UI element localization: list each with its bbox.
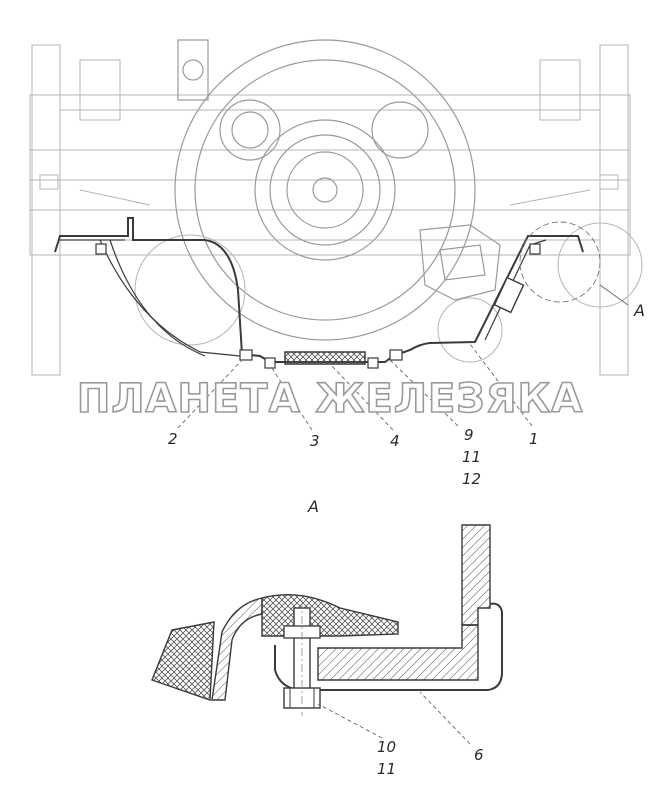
callout-2: 2 [168, 430, 178, 448]
shield-assembly [54, 217, 601, 369]
callout-3: 3 [310, 432, 320, 450]
callout-4: 4 [390, 432, 400, 450]
detail-view-a [151, 524, 503, 745]
callout-11-main: 11 [462, 448, 481, 466]
leader-lines-main [177, 284, 629, 431]
callout-10: 10 [377, 738, 396, 756]
callout-11-detail: 11 [377, 760, 396, 778]
engine-background [29, 39, 643, 376]
callout-1: 1 [529, 430, 539, 448]
detail-view-label: A [307, 497, 319, 516]
callout-9: 9 [464, 426, 474, 444]
callouts-detail: 10 11 6 [377, 738, 484, 778]
callouts-main: A 2 3 4 9 11 12 1 [168, 301, 645, 488]
watermark-text: ПЛАНЕТА ЖЕЛЕЗЯКА [77, 376, 583, 422]
view-label-a-marker: A [633, 301, 645, 320]
callout-12: 12 [462, 470, 481, 488]
callout-6: 6 [474, 746, 484, 764]
